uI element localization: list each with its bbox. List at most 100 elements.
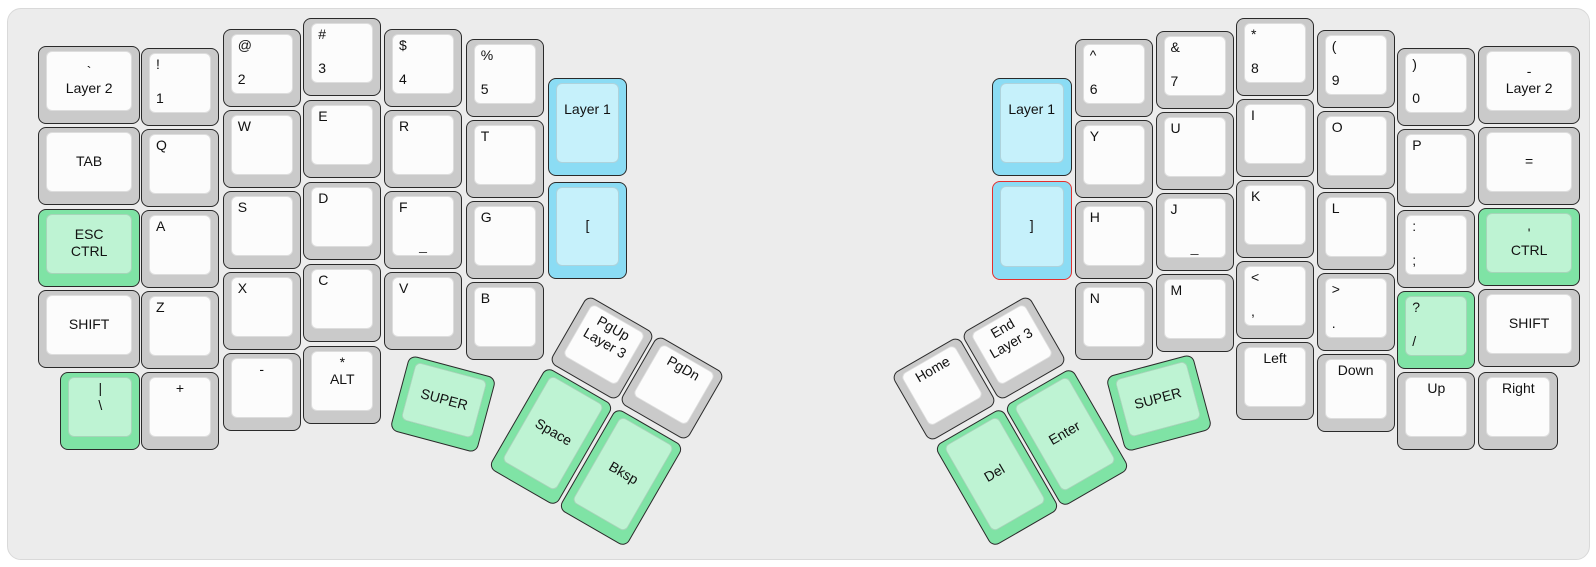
key-layer1-left[interactable]: Layer 1 [547, 78, 628, 176]
key-q[interactable]: Q [141, 129, 219, 207]
key-plus[interactable]: + [141, 372, 219, 450]
key-label: Space [532, 415, 576, 449]
key-label: I [1251, 107, 1255, 124]
key-o[interactable]: O [1316, 111, 1395, 189]
key-up-arrow[interactable]: Up [1397, 372, 1476, 451]
keycap-top: &7 [1163, 35, 1226, 96]
key-g[interactable]: G [465, 201, 544, 280]
key-i[interactable]: I [1236, 99, 1314, 178]
key-question-slash[interactable]: ?/ [1397, 291, 1476, 370]
keycap-top: SUPER [1114, 360, 1202, 438]
key-label: 5 [480, 81, 489, 98]
keycap-top: -Layer 2 [1486, 51, 1572, 111]
key-e[interactable]: E [303, 100, 382, 179]
keycap-top: X [230, 277, 293, 337]
key-label: Left [1263, 350, 1287, 367]
key-w[interactable]: W [222, 110, 301, 188]
key-shift-right[interactable]: SHIFT [1478, 289, 1580, 367]
keycap-top: B [473, 287, 536, 348]
key-l[interactable]: L [1316, 192, 1395, 270]
keycap-top: :; [1405, 215, 1468, 276]
key-s[interactable]: S [222, 191, 301, 269]
key-left-bracket[interactable]: [ [547, 181, 628, 280]
key-layer1-right[interactable]: Layer 1 [991, 78, 1072, 176]
key-right-bracket[interactable]: ] [991, 181, 1072, 280]
key-label: ( [1331, 38, 1337, 54]
keycap-top: R [392, 115, 454, 176]
key-label: > [1331, 281, 1340, 297]
key-backtick-layer2[interactable]: `Layer 2 [38, 46, 140, 124]
key-label: B [480, 290, 491, 307]
keycap-top: *ALT [311, 351, 374, 412]
keycap-top: J_ [1163, 197, 1226, 258]
key-label: J [1170, 200, 1178, 217]
key-minus-layer2[interactable]: -Layer 2 [1478, 46, 1580, 124]
keycap-top: O [1324, 116, 1387, 176]
key-minus-left[interactable]: - [222, 353, 301, 431]
key-down-arrow[interactable]: Down [1316, 354, 1395, 432]
key-p[interactable]: P [1397, 129, 1476, 208]
key-v[interactable]: V [384, 272, 462, 351]
key-5[interactable]: %5 [465, 39, 544, 118]
keycap-top: K [1244, 185, 1306, 246]
key-label: + [175, 380, 185, 396]
key-tab[interactable]: TAB [38, 127, 140, 205]
key-7[interactable]: &7 [1155, 30, 1234, 109]
key-y[interactable]: Y [1074, 120, 1153, 199]
key-4[interactable]: $4 [384, 29, 462, 108]
key-d[interactable]: D [303, 182, 382, 261]
key-2[interactable]: @2 [222, 29, 301, 107]
key-label: 9 [1331, 72, 1340, 88]
key-label: [ [585, 216, 590, 233]
key-m[interactable]: M [1155, 273, 1234, 352]
key-quote-ctrl[interactable]: 'CTRL [1478, 208, 1580, 286]
key-label: CTRL [70, 242, 108, 259]
keycap-top: Left [1244, 347, 1306, 408]
key-label: Enter [1045, 417, 1083, 449]
keycap-top: [ [555, 186, 620, 267]
key-k[interactable]: K [1236, 180, 1314, 259]
key-x[interactable]: X [222, 272, 301, 350]
key-pipe-backslash[interactable]: |\ [60, 372, 141, 450]
key-a[interactable]: A [141, 210, 219, 288]
key-t[interactable]: T [465, 120, 544, 199]
key-label: X [237, 280, 248, 296]
key-h[interactable]: H [1074, 201, 1153, 280]
key-label: ] [1029, 217, 1034, 233]
key-z[interactable]: Z [141, 291, 219, 369]
key-n[interactable]: N [1074, 282, 1153, 361]
key-f[interactable]: F_ [384, 191, 462, 270]
key-u[interactable]: U [1155, 111, 1234, 190]
key-equals[interactable]: = [1478, 127, 1580, 205]
key-label: | [98, 380, 103, 396]
key-label: ; [1412, 252, 1417, 269]
keycap-top: U [1163, 116, 1226, 177]
key-label: G [480, 209, 492, 226]
key-comma[interactable]: <, [1236, 261, 1314, 340]
key-9[interactable]: (9 [1316, 30, 1395, 108]
keycap-top: - [230, 358, 293, 418]
key-1[interactable]: !1 [141, 48, 219, 126]
key-shift-left[interactable]: SHIFT [38, 290, 140, 368]
key-r[interactable]: R [384, 110, 462, 189]
key-0[interactable]: )0 [1397, 48, 1476, 127]
key-8[interactable]: *8 [1236, 18, 1314, 97]
keycap-top: Q [149, 134, 211, 194]
key-b[interactable]: B [465, 282, 544, 361]
key-label: Right [1501, 380, 1535, 396]
key-c[interactable]: C [303, 264, 382, 343]
key-label: P [1412, 137, 1422, 154]
key-left-arrow[interactable]: Left [1236, 342, 1314, 421]
key-6[interactable]: ^6 [1074, 39, 1153, 118]
key-star-alt[interactable]: *ALT [303, 346, 382, 425]
key-label: 6 [1089, 81, 1098, 98]
key-colon-semicolon[interactable]: :; [1397, 210, 1476, 289]
key-label: V [399, 280, 409, 297]
keycap-top: Z [149, 296, 211, 356]
key-right-arrow[interactable]: Right [1478, 372, 1559, 450]
key-period[interactable]: >. [1316, 273, 1395, 351]
keycap-top: Y [1082, 125, 1145, 186]
key-j[interactable]: J_ [1155, 192, 1234, 271]
key-3[interactable]: #3 [303, 18, 382, 97]
